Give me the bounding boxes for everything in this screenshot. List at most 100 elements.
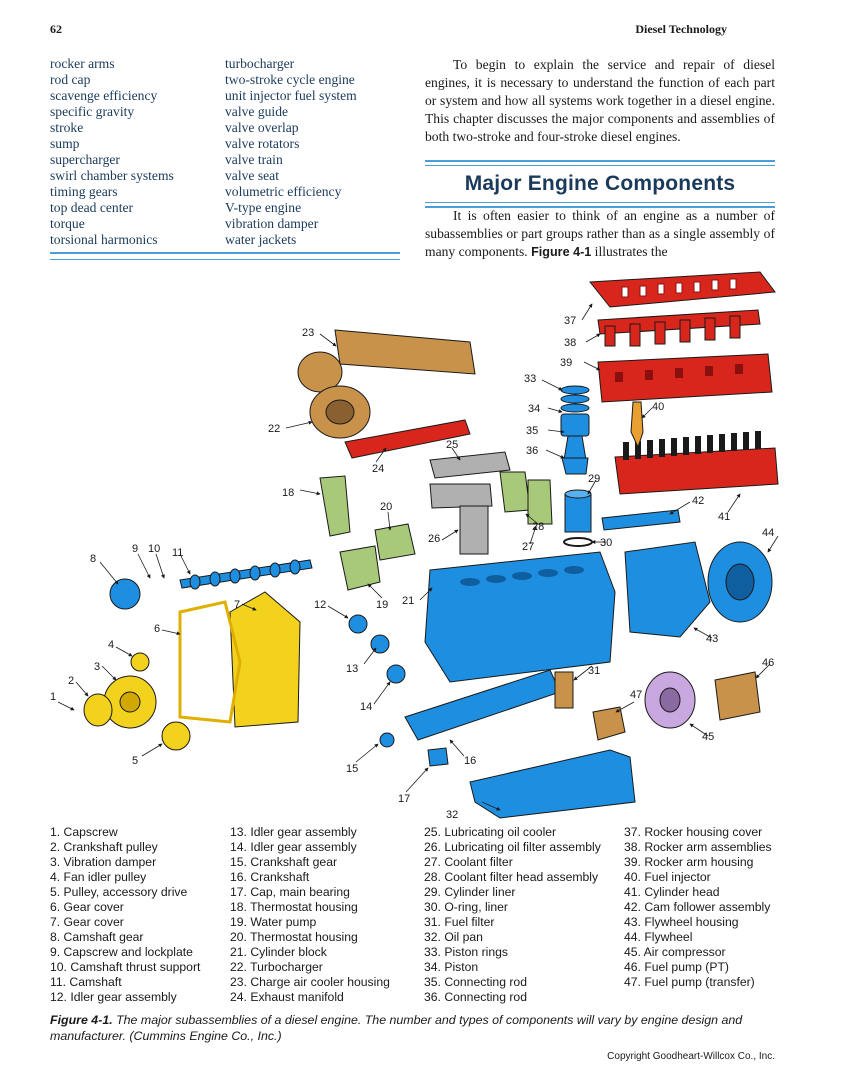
callout-15: 15 bbox=[346, 763, 358, 775]
legend-item: 24. Exhaust manifold bbox=[230, 990, 344, 1004]
camshaft-gear bbox=[109, 578, 141, 610]
key-term: valve train bbox=[225, 152, 283, 167]
callout-32: 32 bbox=[446, 809, 458, 821]
callout-10: 10 bbox=[148, 543, 160, 555]
callout-14: 14 bbox=[360, 701, 372, 713]
key-term: top dead center bbox=[50, 200, 134, 215]
legend-item: 44. Flywheel bbox=[624, 930, 693, 944]
callout-39: 39 bbox=[560, 357, 572, 369]
key-term: specific gravity bbox=[50, 104, 135, 119]
oil-filter-assembly bbox=[429, 483, 493, 555]
callout-37: 37 bbox=[564, 315, 576, 327]
fan-idler-pulley bbox=[130, 652, 150, 672]
callout-1: 1 bbox=[50, 691, 56, 703]
callout-34: 34 bbox=[528, 403, 540, 415]
fuel-injector-shape bbox=[630, 401, 644, 449]
callout-27: 27 bbox=[522, 541, 534, 553]
fuel-pump-transfer bbox=[592, 706, 626, 741]
callout-33: 33 bbox=[524, 373, 536, 385]
legend-item: 16. Crankshaft bbox=[230, 870, 310, 884]
legend-item: 42. Cam follower assembly bbox=[624, 900, 771, 914]
section-paragraph-text-2: illustrates the bbox=[591, 244, 668, 259]
legend-item: 15. Crankshaft gear bbox=[230, 855, 338, 869]
coolant-filter bbox=[527, 479, 553, 525]
key-term: valve rotators bbox=[225, 136, 300, 151]
callout-24: 24 bbox=[372, 463, 384, 475]
callout-44: 44 bbox=[762, 527, 774, 539]
legend-item: 3. Vibration damper bbox=[50, 855, 157, 869]
cylinder-head bbox=[614, 431, 779, 495]
legend-item: 17. Cap, main bearing bbox=[230, 885, 350, 899]
heading-rule-top bbox=[425, 160, 775, 166]
callout-4: 4 bbox=[108, 639, 114, 651]
legend-item: 2. Crankshaft pulley bbox=[50, 840, 158, 854]
legend-item: 22. Turbocharger bbox=[230, 960, 323, 974]
camshaft bbox=[179, 559, 313, 590]
fuel-filter bbox=[554, 671, 574, 709]
air-compressor bbox=[644, 671, 696, 729]
legend-item: 12. Idler gear assembly bbox=[50, 990, 177, 1004]
rocker-arm-assemblies bbox=[597, 309, 761, 347]
callout-35: 35 bbox=[526, 425, 538, 437]
accessory-drive-pulley bbox=[161, 721, 191, 751]
water-pump bbox=[339, 545, 381, 591]
legend-item: 10. Camshaft thrust support bbox=[50, 960, 201, 974]
callout-31: 31 bbox=[588, 665, 600, 677]
callout-38: 38 bbox=[564, 337, 576, 349]
legend-item: 31. Fuel filter bbox=[424, 915, 495, 929]
legend-item: 38. Rocker arm assemblies bbox=[624, 840, 772, 854]
rocker-arm-housing bbox=[597, 353, 773, 403]
intro-paragraph: To begin to explain the service and repa… bbox=[425, 57, 775, 144]
key-term: turbocharger bbox=[225, 56, 295, 71]
legend-item: 11. Camshaft bbox=[50, 975, 122, 989]
callout-40: 40 bbox=[652, 401, 664, 413]
callout-42: 42 bbox=[692, 495, 704, 507]
callout-30: 30 bbox=[600, 537, 612, 549]
key-term: supercharger bbox=[50, 152, 120, 167]
legend-item: 40. Fuel injector bbox=[624, 870, 711, 884]
legend-item: 19. Water pump bbox=[230, 915, 317, 929]
callout-26: 26 bbox=[428, 533, 440, 545]
callout-36: 36 bbox=[526, 445, 538, 457]
key-term: torsional harmonics bbox=[50, 232, 158, 247]
cam-follower-assembly bbox=[601, 509, 681, 531]
callout-17: 17 bbox=[398, 793, 410, 805]
cylinder-block bbox=[424, 551, 616, 683]
oil-pan bbox=[469, 749, 636, 819]
legend-item: 28. Coolant filter head assembly bbox=[424, 870, 599, 884]
figure-reference: Figure 4-1 bbox=[531, 245, 592, 259]
copyright-notice: Copyright Goodheart-Willcox Co., Inc. bbox=[607, 1051, 775, 1062]
crankshaft bbox=[404, 669, 561, 741]
legend-item: 35. Connecting rod bbox=[424, 975, 527, 989]
legend-item: 45. Air compressor bbox=[624, 945, 726, 959]
callout-11: 11 bbox=[172, 547, 183, 559]
crankshaft-gear bbox=[379, 732, 395, 748]
legend-item: 41. Cylinder head bbox=[624, 885, 720, 899]
exhaust-manifold bbox=[344, 419, 471, 459]
key-terms-rule bbox=[50, 252, 400, 260]
section-paragraph-block: It is often easier to think of an engine… bbox=[425, 207, 775, 261]
callout-16: 16 bbox=[464, 755, 476, 767]
legend-item: 29. Cylinder liner bbox=[424, 885, 516, 899]
callout-5: 5 bbox=[132, 755, 138, 767]
callout-43: 43 bbox=[706, 633, 718, 645]
section-paragraph: It is often easier to think of an engine… bbox=[425, 207, 775, 261]
callout-6: 6 bbox=[154, 623, 160, 635]
legend-item: 14. Idler gear assembly bbox=[230, 840, 357, 854]
page-number: 62 bbox=[50, 22, 62, 36]
callout-9: 9 bbox=[132, 543, 138, 555]
legend-item: 32. Oil pan bbox=[424, 930, 483, 944]
callout-45: 45 bbox=[702, 731, 714, 743]
callout-numbers: 1 2 3 4 5 6 7 8 9 10 11 12 13 14 15 16 1… bbox=[50, 315, 774, 821]
legend-item: 5. Pulley, accessory drive bbox=[50, 885, 188, 899]
coolant-filter-head bbox=[499, 471, 531, 513]
legend-item: 20. Thermostat housing bbox=[230, 930, 358, 944]
fuel-pump-pt bbox=[714, 671, 761, 721]
section-paragraph-text-1: It is often easier to think of an engine… bbox=[425, 208, 775, 259]
key-term: valve guide bbox=[225, 104, 289, 119]
main-bearing-cap bbox=[427, 747, 449, 767]
callout-3: 3 bbox=[94, 661, 100, 673]
